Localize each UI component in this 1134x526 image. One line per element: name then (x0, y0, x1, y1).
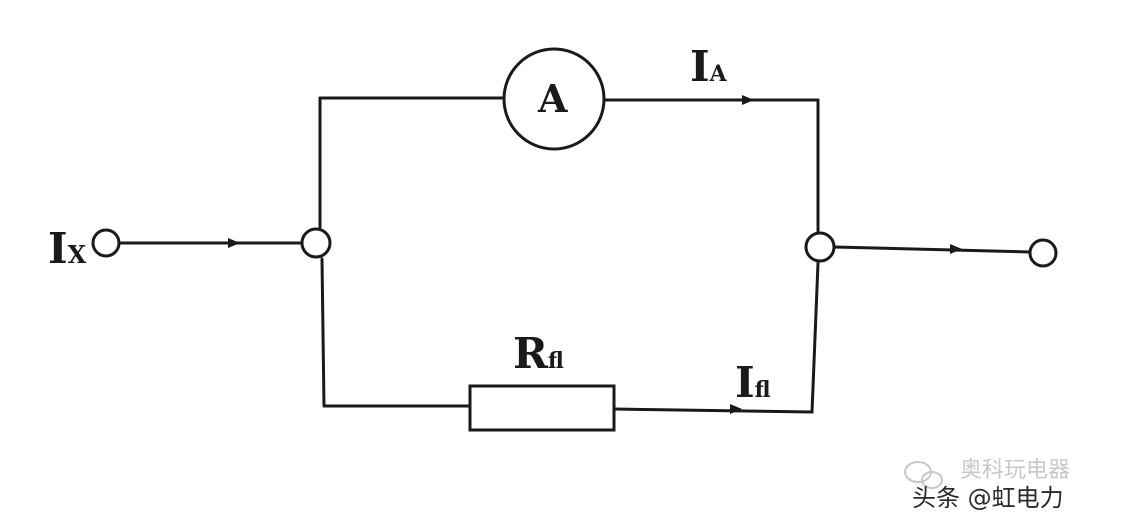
watermark-line-1: 奥科玩电器 (960, 458, 1071, 483)
right-rail-bottom (810, 261, 820, 414)
ix-label: IX (48, 228, 86, 270)
output-terminal (1028, 238, 1058, 268)
watermark-line-2: 头条 @虹电力 (912, 484, 1064, 512)
input-current-arrow (228, 238, 240, 248)
ifl-label-sub: fl (754, 377, 771, 403)
left-rail-bottom (320, 257, 326, 408)
input-terminal (91, 228, 121, 258)
output-current-arrow (950, 244, 962, 254)
shunt-resistor (468, 384, 616, 432)
rfl-label-sub: fl (547, 348, 564, 374)
ia-label: IA (690, 46, 727, 88)
ifl-label-main: I (735, 358, 755, 407)
rfl-label-main: R (513, 329, 548, 378)
ia-current-arrow (742, 95, 754, 105)
ifl-label: Ifl (735, 362, 771, 404)
left-junction-node (300, 227, 332, 259)
ix-label-sub: X (67, 240, 87, 269)
right-junction-node (804, 231, 836, 263)
ia-label-main: I (690, 42, 710, 91)
ia-label-sub: A (709, 61, 727, 87)
bottom-branch-wire-right (612, 407, 814, 414)
wechat-bubble-icon (904, 461, 943, 489)
ix-label-main: I (48, 224, 68, 273)
ammeter-symbol: A (538, 76, 568, 121)
rfl-label: Rfl (513, 333, 564, 375)
ifl-current-arrow (730, 404, 742, 414)
output-wire (832, 245, 1032, 254)
